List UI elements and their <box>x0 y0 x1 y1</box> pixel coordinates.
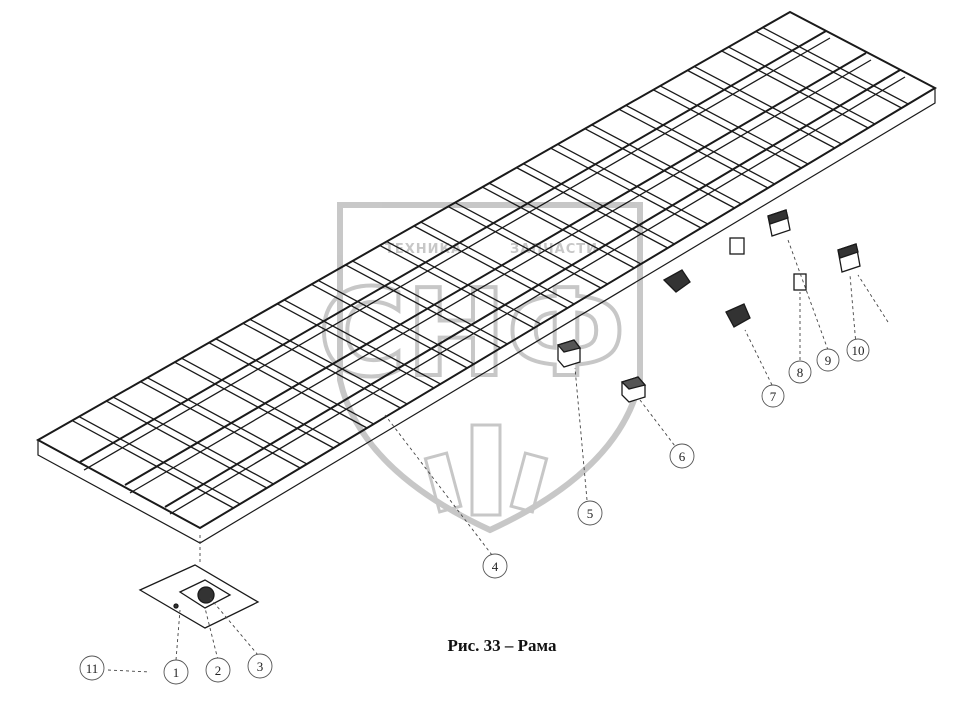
cross-member <box>454 202 609 285</box>
cross-member <box>694 65 843 145</box>
bracket-part <box>620 376 647 403</box>
watermark-shield <box>337 202 643 534</box>
svg-text:5: 5 <box>587 506 594 521</box>
cross-member <box>516 167 669 249</box>
cross-member <box>181 357 341 445</box>
cross-members <box>71 27 909 509</box>
cross-member <box>489 182 642 265</box>
leader-lines <box>107 239 889 673</box>
cross-member <box>71 419 234 509</box>
callout-6: 6 <box>669 443 695 469</box>
svg-text:8: 8 <box>797 365 804 380</box>
callout-11: 11 <box>79 655 105 681</box>
plate <box>138 564 260 629</box>
figure-caption: Рис. 33 – Рама <box>447 636 557 655</box>
kingpin-icon <box>197 586 215 604</box>
callout-7: 7 <box>761 384 785 408</box>
callouts: 11 1 2 3 4 5 6 7 8 9 10 <box>79 338 870 685</box>
long-member-3b <box>169 76 906 515</box>
callout-3: 3 <box>247 653 273 679</box>
bracket-part <box>793 273 807 291</box>
cross-member <box>345 264 501 349</box>
svg-text:2: 2 <box>215 663 222 678</box>
cross-member <box>523 163 676 245</box>
cross-member <box>762 27 909 105</box>
bracket-part <box>662 269 691 293</box>
svg-text:9: 9 <box>825 353 832 368</box>
svg-text:6: 6 <box>679 449 686 464</box>
cross-member <box>557 143 709 225</box>
cross-member <box>208 342 368 429</box>
plate-detail <box>138 564 260 629</box>
cross-member <box>420 221 575 305</box>
cross-member <box>447 205 602 289</box>
cross-member <box>352 260 508 345</box>
bracket-part <box>725 303 751 328</box>
cross-member <box>140 381 301 469</box>
cross-member <box>311 283 468 369</box>
cross-member <box>721 50 869 129</box>
callout-5: 5 <box>577 500 603 526</box>
cross-member <box>113 396 275 485</box>
cross-member <box>591 124 742 205</box>
cross-member <box>106 400 268 489</box>
svg-text:10: 10 <box>852 343 865 358</box>
svg-text:7: 7 <box>770 389 777 404</box>
cross-member <box>215 338 375 425</box>
svg-text:4: 4 <box>492 559 499 574</box>
cross-member <box>147 377 308 465</box>
cross-member <box>174 361 334 449</box>
parts <box>556 209 861 403</box>
cross-member <box>687 69 836 149</box>
cross-member <box>379 244 535 329</box>
cross-member <box>625 104 776 185</box>
cross-member <box>755 30 902 109</box>
cross-member <box>652 89 802 169</box>
bracket-part <box>837 243 861 273</box>
cross-member <box>618 108 769 189</box>
cross-member <box>78 416 241 505</box>
callout-1: 1 <box>163 659 189 685</box>
cross-member <box>550 147 702 229</box>
callout-2: 2 <box>205 657 231 683</box>
bracket-part <box>767 209 791 237</box>
watermark-tower-icon <box>423 423 549 517</box>
cross-member <box>242 322 401 409</box>
bracket-part <box>729 237 745 255</box>
svg-text:1: 1 <box>173 665 180 680</box>
cross-member <box>283 299 442 385</box>
cross-member <box>318 279 475 365</box>
cross-member <box>249 318 408 405</box>
cross-member <box>728 46 876 125</box>
callout-10: 10 <box>846 338 870 362</box>
callout-4: 4 <box>482 553 508 579</box>
cross-member <box>386 241 542 325</box>
cross-member <box>659 85 809 165</box>
svg-text:11: 11 <box>86 661 99 676</box>
callout-9: 9 <box>816 348 840 372</box>
cross-member <box>482 186 635 269</box>
cross-member <box>584 128 735 209</box>
cross-member <box>413 225 568 309</box>
callout-8: 8 <box>788 360 812 384</box>
long-member-3 <box>164 69 901 508</box>
long-member-1b <box>83 37 831 471</box>
svg-text:3: 3 <box>257 659 264 674</box>
watermark-top-text-2: ЗАПЧАСТИ <box>510 242 598 257</box>
cross-member <box>276 303 435 389</box>
bracket-part <box>556 339 582 368</box>
